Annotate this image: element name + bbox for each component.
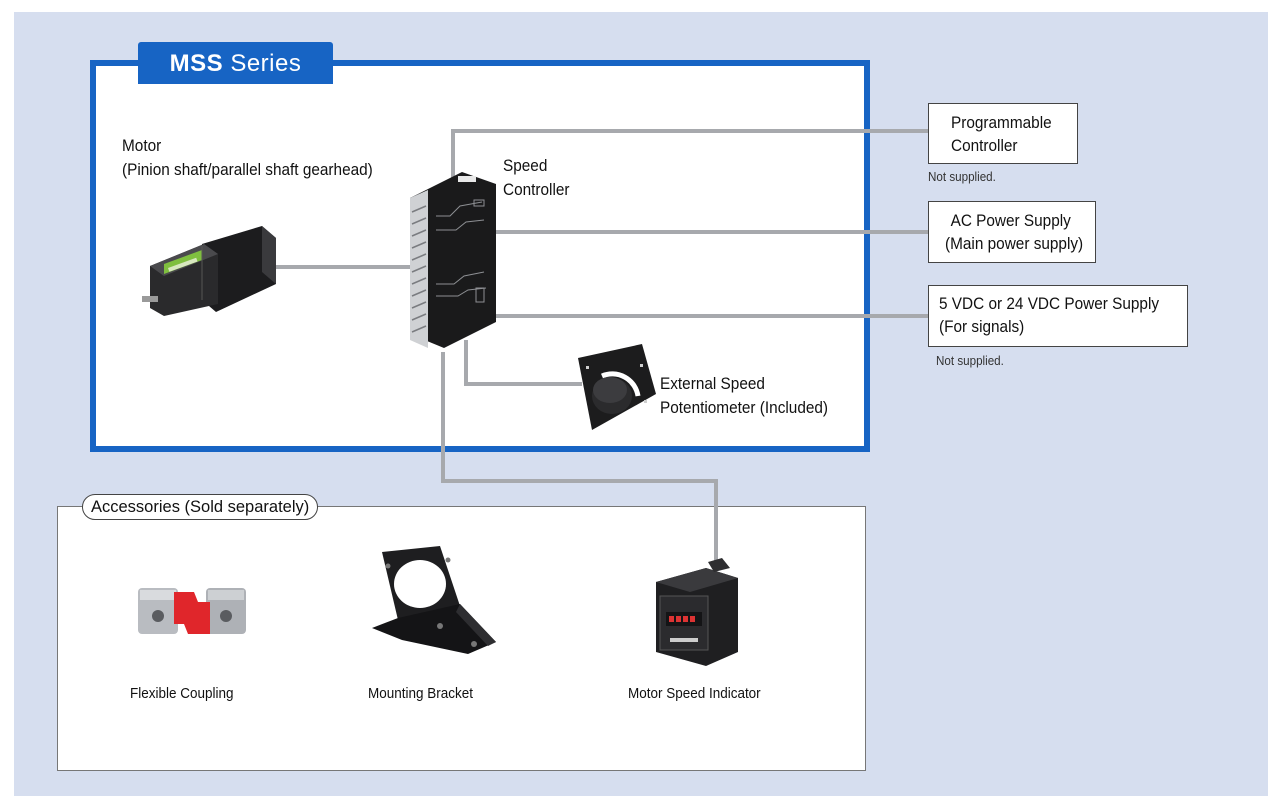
accessory-label-flexible-coupling: Flexible Coupling (130, 686, 234, 702)
potentiometer-image (578, 344, 656, 430)
ac-power-supply-box: AC Power Supply (Main power supply) (928, 201, 1096, 263)
flexible-coupling-image (138, 588, 246, 634)
accessory-label-mounting-bracket: Mounting Bracket (368, 686, 473, 702)
accessory-label-motor-speed-indicator: Motor Speed Indicator (628, 686, 761, 702)
programmable-controller-note: Not supplied. (928, 170, 996, 184)
potentiometer-label: External Speed Potentiometer (Included) (660, 375, 829, 417)
mounting-bracket-image (372, 546, 496, 654)
series-title-tab: MSS Series (138, 42, 333, 84)
motor-image (142, 226, 276, 316)
speed-controller-image (410, 172, 496, 348)
signal-power-supply-box: 5 VDC or 24 VDC Power Supply (For signal… (928, 285, 1188, 347)
motor-speed-indicator-image (656, 558, 738, 666)
speed-controller-label: Speed Controller (503, 157, 570, 199)
mss-series-box (90, 60, 870, 452)
signal-power-supply-note: Not supplied. (936, 354, 1004, 368)
accessories-title: Accessories (Sold separately) (82, 494, 319, 520)
programmable-controller-box: Programmable Controller (928, 103, 1078, 164)
motor-label: Motor (Pinion shaft/parallel shaft gearh… (122, 137, 373, 179)
